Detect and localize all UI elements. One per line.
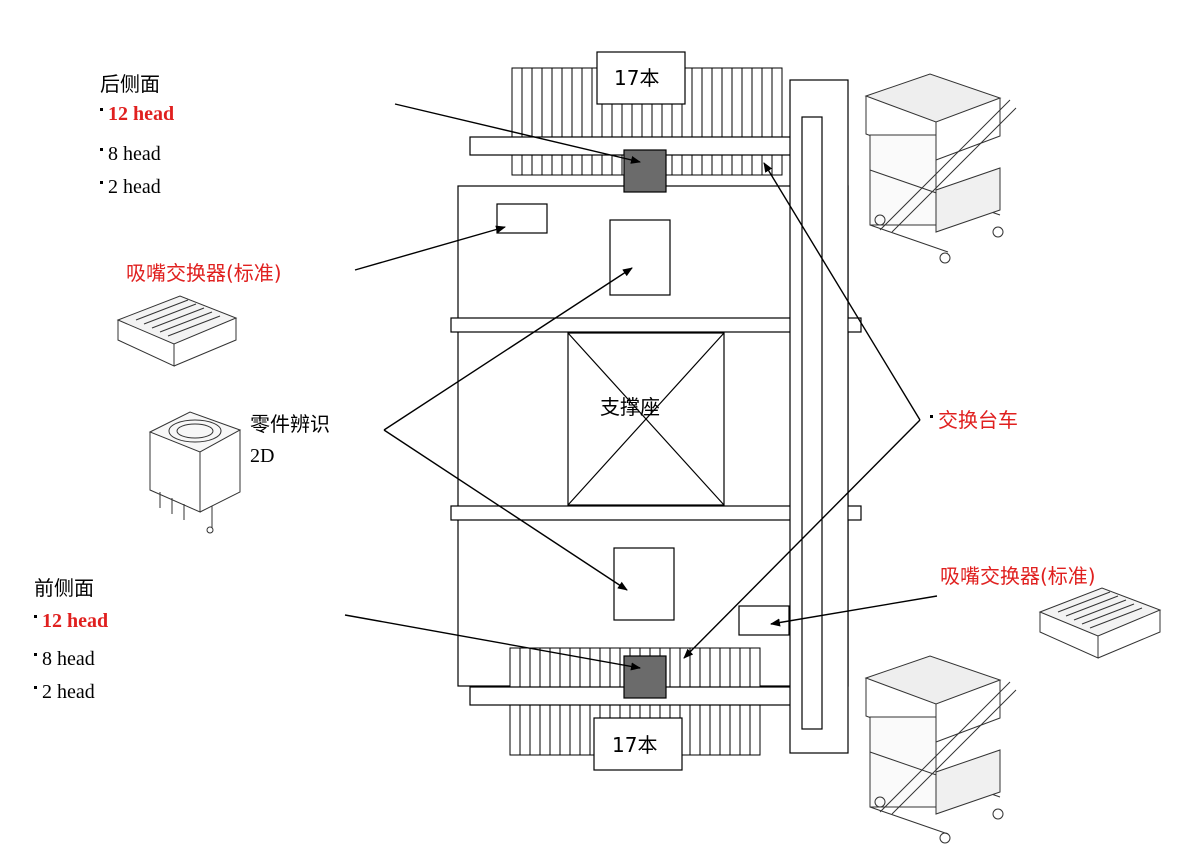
- feeder-slot: [732, 68, 742, 175]
- feeder-slot: [762, 68, 772, 175]
- exchange-cart-text: 交换台车: [938, 410, 1018, 430]
- feeder-slot: [742, 68, 752, 175]
- nozzle-changer-front: [739, 606, 789, 635]
- front-head-option-2: 8 head: [34, 649, 95, 669]
- camera-unit-illustration: [150, 412, 240, 533]
- nozzle-changer-label-left: 吸嘴交换器(标准): [126, 263, 282, 283]
- bullet-icon: [100, 108, 103, 111]
- exchange-cart-illustration-bottom: [866, 656, 1016, 843]
- feeder-slot: [522, 68, 532, 175]
- bullet-icon: [34, 615, 37, 618]
- feeder-slot: [542, 68, 552, 175]
- nozzle-changer-illustration-right: [1040, 588, 1160, 658]
- feeder-slot: [752, 68, 762, 175]
- nozzle-changer-illustration-left: [118, 296, 236, 366]
- exchange-cart-illustration-top: [866, 74, 1016, 263]
- rear-head: [624, 150, 666, 192]
- bullet-icon: [34, 653, 37, 656]
- rear-head-option-label: 8 head: [108, 144, 161, 164]
- parts-camera-front: [614, 548, 674, 620]
- front-head-option-3: 2 head: [34, 682, 95, 702]
- exchange-cart-label: 交换台车: [930, 410, 1018, 430]
- nozzle-changer-label-right: 吸嘴交换器(标准): [940, 566, 1096, 586]
- front-head-option-1: 12 head: [34, 611, 108, 631]
- feeder-slot: [572, 68, 582, 175]
- nozzle-changer-rear: [497, 204, 547, 233]
- bullet-icon: [930, 415, 933, 418]
- rear-head-option-1: 12 head: [100, 104, 174, 124]
- front-head-option-label: 12 head: [42, 611, 108, 631]
- exchange-cart-frame: [790, 80, 848, 753]
- bullet-icon: [100, 148, 103, 151]
- bullet-icon: [34, 686, 37, 689]
- parts-recognition-label: 零件辨识: [250, 414, 330, 434]
- rear-head-option-3: 2 head: [100, 177, 161, 197]
- parts-camera-rear: [610, 220, 670, 295]
- feeder-slot: [692, 68, 702, 175]
- feeder-slot: [772, 68, 782, 175]
- feeder-slot: [512, 68, 522, 175]
- feeder-slot: [552, 68, 562, 175]
- feeder-slot: [722, 68, 732, 175]
- backup-base: [568, 333, 724, 505]
- feeder-slot: [562, 68, 572, 175]
- front-head-option-label: 2 head: [42, 682, 95, 702]
- feeder-count-top-label: 17本: [614, 68, 659, 88]
- rear-head-option-label: 2 head: [108, 177, 161, 197]
- rear-head-option-label: 12 head: [108, 104, 174, 124]
- front-head: [624, 656, 666, 698]
- parts-recognition-2d-label: 2D: [250, 446, 274, 466]
- feeder-slot: [712, 68, 722, 175]
- feeder-slot: [702, 68, 712, 175]
- rear-head-option-2: 8 head: [100, 144, 161, 164]
- feeder-count-bottom-label: 17本: [612, 735, 657, 755]
- feeder-slot: [582, 68, 592, 175]
- front-side-title: 前侧面: [34, 578, 94, 598]
- front-head-option-label: 8 head: [42, 649, 95, 669]
- rear-side-title: 后侧面: [100, 74, 160, 94]
- feeder-slot: [532, 68, 542, 175]
- backup-base-label: 支撑座: [600, 397, 660, 417]
- bullet-icon: [100, 181, 103, 184]
